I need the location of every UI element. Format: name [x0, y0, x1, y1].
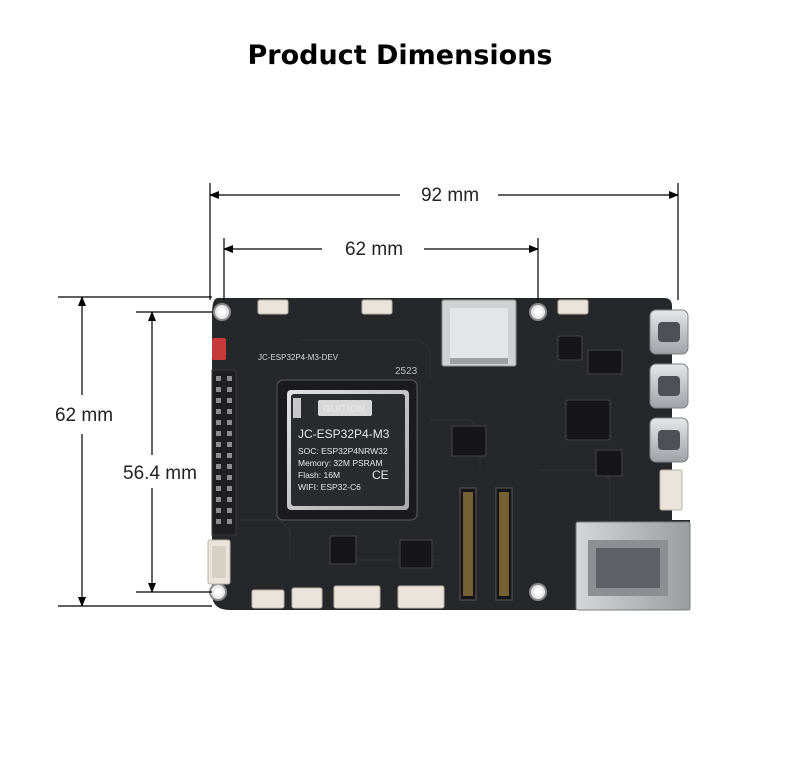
mounting-hole-bottom-middle	[529, 583, 547, 601]
jst-connector-right	[659, 469, 683, 511]
mounting-hole-top-middle	[529, 303, 547, 321]
ethernet-port	[575, 521, 691, 611]
ic-chips	[329, 335, 623, 569]
jst-connector-top-1	[257, 299, 289, 315]
dimension-width-holes-label: 62 mm	[345, 239, 403, 260]
fpc-connector-2	[495, 487, 513, 601]
board-model-label: JC-ESP32P4-M3-DEV	[258, 353, 339, 362]
jst-connector-bottom-4	[397, 585, 445, 609]
module-soc: SOC: ESP32P4NRW32	[298, 446, 388, 456]
usb-c-port-3	[649, 417, 689, 463]
dimension-height-total-label: 62 mm	[55, 405, 113, 426]
esp32-p4-module: GUITION JC-ESP32P4-M3 SOC: ESP32P4NRW32 …	[276, 379, 418, 521]
module-brand: GUITION	[323, 404, 365, 415]
usb-c-port-2	[649, 363, 689, 409]
module-antenna-marker	[293, 398, 301, 418]
dimension-width-total-label: 92 mm	[421, 185, 479, 206]
mounting-hole-top-left	[213, 303, 231, 321]
dimension-height-total: 62 mm	[55, 296, 212, 607]
usb-c-port-1	[649, 309, 689, 355]
dimension-height-holes: 56.4 mm	[123, 311, 212, 593]
mounting-hole-bottom-left	[209, 583, 227, 601]
ce-mark: CE	[372, 468, 389, 482]
module-memory: Memory: 32M PSRAM	[298, 458, 383, 468]
page-title: Product Dimensions	[247, 40, 553, 71]
jst-connector-left	[207, 539, 231, 585]
module-model: JC-ESP32P4-M3	[298, 427, 390, 441]
fpc-connector-1	[459, 487, 477, 601]
jst-connector-top-2	[361, 299, 393, 315]
jst-connector-bottom-2	[291, 587, 323, 609]
gpio-pin-header	[211, 369, 237, 536]
sd-card-slot	[441, 299, 517, 367]
module-flash: Flash: 16M	[298, 470, 340, 480]
jst-connector-bottom-3	[333, 585, 381, 609]
dimension-width-holes: 62 mm	[223, 238, 539, 300]
jst-connector-top-3	[557, 299, 589, 315]
module-wifi: WIFI: ESP32-C6	[298, 482, 361, 492]
reset-button	[212, 338, 226, 360]
dimension-width-total: 92 mm	[209, 183, 679, 300]
pcb-code-label: 2523	[395, 366, 418, 377]
dimension-height-holes-label: 56.4 mm	[123, 463, 197, 484]
jst-connector-bottom-1	[251, 589, 285, 609]
